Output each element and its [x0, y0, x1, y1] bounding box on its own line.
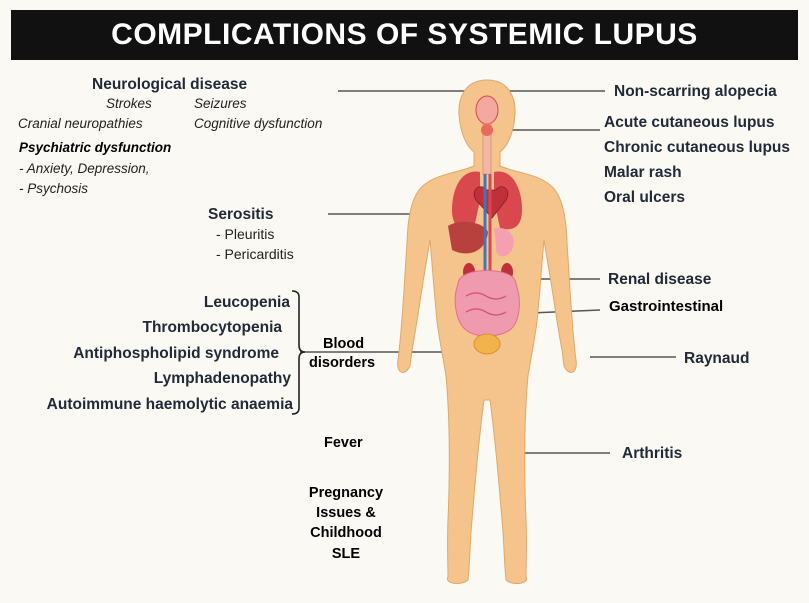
serositis-heading: Serositis [208, 206, 274, 223]
pregnancy-line4: SLE [331, 546, 361, 562]
pregnancy-line2: Issues & [316, 505, 376, 521]
skin-item-oral: Oral ulcers [604, 189, 685, 206]
blood-item-haemolytic: Autoimmune haemolytic anaemia [46, 396, 293, 413]
skin-item-chronic: Chronic cutaneous lupus [604, 139, 791, 156]
page-title: COMPLICATIONS OF SYSTEMIC LUPUS [111, 18, 698, 51]
pregnancy-line1: Pregnancy [308, 485, 384, 501]
blood-item-antiphospholipid: Antiphospholipid syndrome [73, 345, 279, 362]
serositis-item-pleuritis: - Pleuritis [216, 226, 275, 242]
fever-label: Fever [324, 435, 363, 451]
blood-bracket [291, 290, 306, 415]
skin-item-malar: Malar rash [604, 164, 682, 181]
serositis-item-pericarditis: - Pericarditis [216, 246, 294, 262]
liver-icon [448, 221, 488, 254]
raynaud-label: Raynaud [684, 350, 750, 367]
intestines-icon [454, 270, 520, 337]
human-figure [397, 79, 577, 585]
pregnancy-line3: Childhood [310, 525, 382, 541]
blood-label-line1: Blood [323, 336, 365, 352]
psych-heading: Psychiatric dysfunction [19, 140, 172, 155]
stomach-icon [494, 227, 514, 257]
title-bar: COMPLICATIONS OF SYSTEMIC LUPUS [11, 10, 798, 60]
gi-label: Gastrointestinal [609, 298, 724, 315]
skin-item-acute: Acute cutaneous lupus [604, 114, 775, 131]
alopecia-label: Non-scarring alopecia [614, 83, 777, 100]
thyroid-icon [481, 124, 493, 136]
bladder-icon [473, 333, 501, 355]
intestine-loops-icon [465, 292, 507, 316]
renal-label: Renal disease [608, 271, 712, 288]
brain-icon [475, 95, 499, 125]
neuro-item-cranial: Cranial neuropathies [18, 116, 143, 131]
arthritis-label: Arthritis [622, 445, 683, 462]
psych-item-anxiety: - Anxiety, Depression, [19, 161, 150, 176]
left-lung-icon [452, 171, 480, 230]
blood-item-leucopenia: Leucopenia [203, 294, 290, 311]
blood-label-line2: disorders [309, 355, 376, 371]
blood-item-lymphadenopathy: Lymphadenopathy [153, 370, 291, 387]
neuro-item-strokes: Strokes [106, 96, 152, 111]
neuro-item-cognitive: Cognitive dysfunction [194, 116, 323, 131]
neuro-item-seizures: Seizures [194, 96, 247, 111]
blood-item-thrombocytopenia: Thrombocytopenia [142, 319, 282, 336]
right-lung-icon [494, 171, 522, 230]
neuro-heading: Neurological disease [92, 76, 248, 93]
psych-item-psychosis: - Psychosis [19, 181, 89, 196]
